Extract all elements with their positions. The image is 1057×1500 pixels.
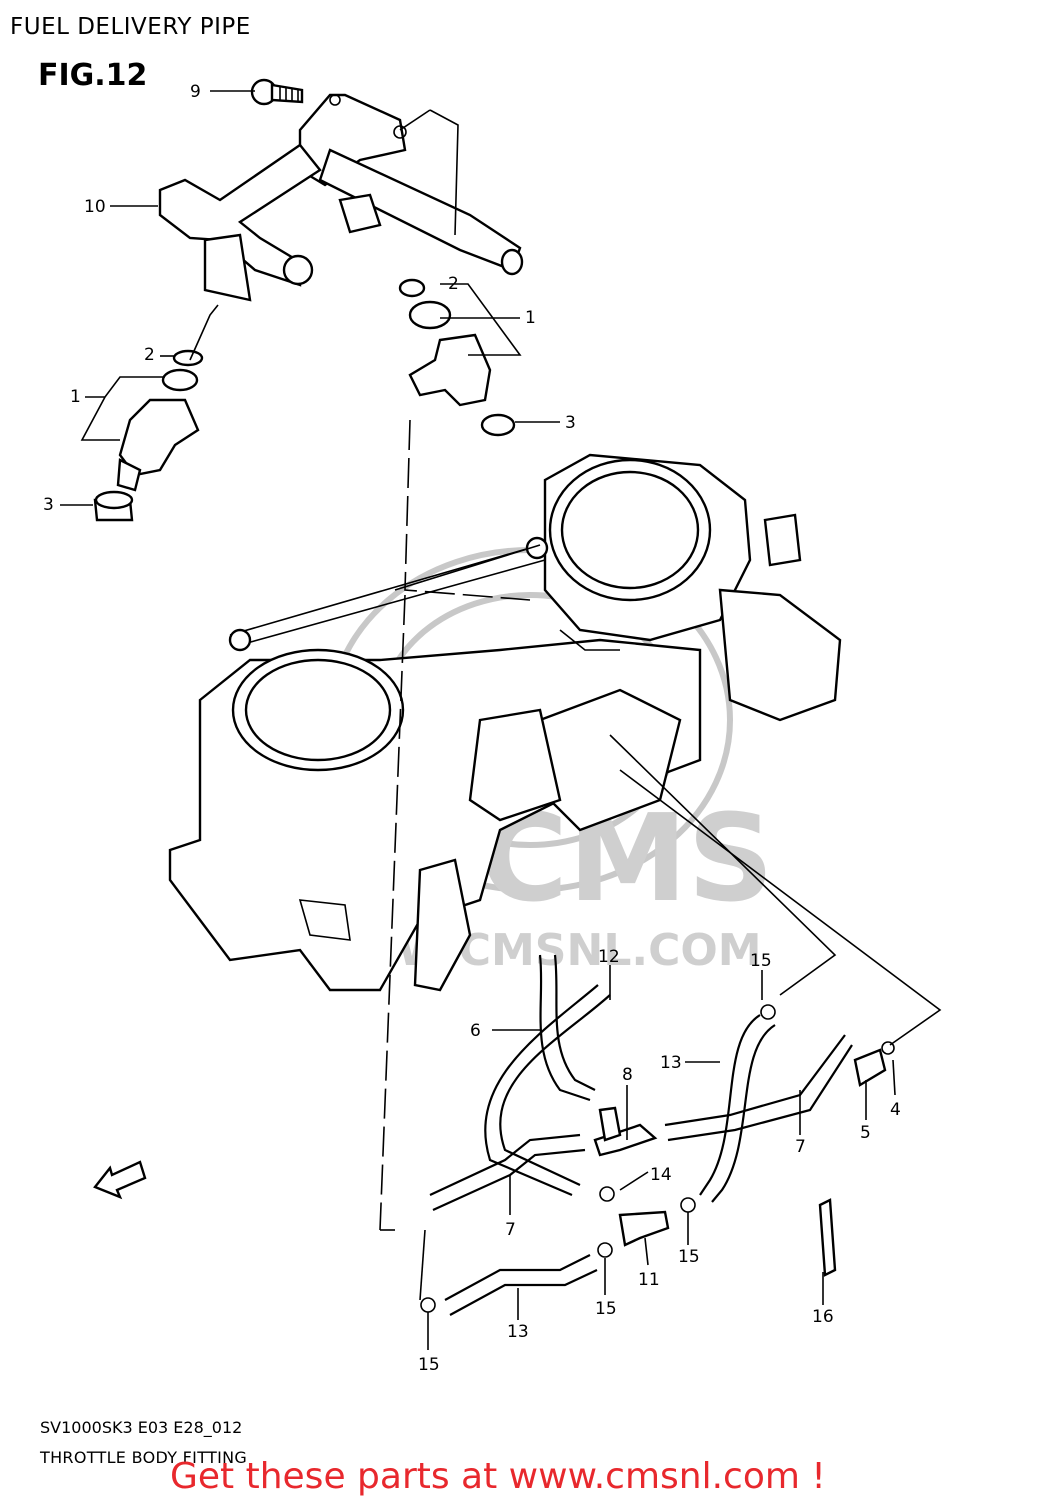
callout-9: 9 — [190, 82, 201, 102]
bolt — [250, 78, 304, 106]
callout-14: 14 — [650, 1165, 672, 1185]
callout-leaders — [60, 90, 896, 1350]
hoses — [429, 954, 887, 1316]
diagram-name: THROTTLE BODY FITTING — [40, 1448, 248, 1467]
throttle-body — [168, 453, 842, 992]
callout-11: 11 — [638, 1270, 660, 1290]
callout-4: 4 — [890, 1100, 901, 1120]
callout-15-c: 15 — [595, 1299, 617, 1319]
callout-6: 6 — [470, 1021, 481, 1041]
callout-13-a: 13 — [660, 1053, 682, 1073]
callout-7-left: 7 — [505, 1220, 516, 1240]
leader-lines — [189, 109, 942, 1301]
callout-5: 5 — [860, 1123, 871, 1143]
callout-8: 8 — [622, 1065, 633, 1085]
callout-10: 10 — [84, 197, 106, 217]
diagram-code: SV1000SK3 E03 E28_012 — [40, 1418, 243, 1437]
callout-1-left: 1 — [70, 387, 81, 407]
callout-2-left: 2 — [144, 345, 155, 365]
callout-15-a: 15 — [750, 951, 772, 971]
page-title: FUEL DELIVERY PIPE — [10, 14, 251, 40]
right-injector-group — [398, 278, 516, 437]
figure-label: FIG.12 — [38, 58, 148, 93]
forward-arrow-icon — [93, 1160, 147, 1200]
callout-3-right: 3 — [565, 413, 576, 433]
callout-1-right: 1 — [525, 308, 536, 328]
clamps — [420, 1004, 895, 1313]
callout-3-left: 3 — [43, 495, 54, 515]
callout-12: 12 — [598, 947, 620, 967]
callout-13-b: 13 — [507, 1322, 529, 1342]
left-injector-group — [93, 349, 204, 522]
fuel-delivery-pipe — [158, 93, 524, 302]
cta-link[interactable]: Get these parts at www.cmsnl.com ! — [170, 1456, 826, 1497]
callout-labels: 9 10 2 1 3 2 1 3 12 6 15 13 8 7 5 4 14 7… — [43, 82, 901, 1375]
callout-15-d: 15 — [418, 1355, 440, 1375]
callout-16: 16 — [812, 1307, 834, 1327]
callout-7-right: 7 — [795, 1137, 806, 1157]
callout-15-b: 15 — [678, 1247, 700, 1267]
callout-2-right: 2 — [448, 274, 459, 294]
